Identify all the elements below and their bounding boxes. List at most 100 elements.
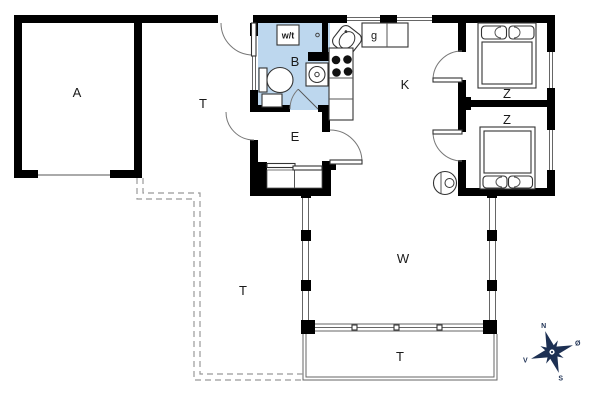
toilet-bowl [266,66,294,94]
living-room-label: W [397,251,410,266]
window [547,52,555,88]
washer-label: w/t [281,31,295,41]
entrance-closet [266,162,323,189]
compass-north-label: N [541,323,546,330]
wall-segment [547,15,555,52]
floor-drain [315,32,320,38]
bath-cabinet [261,93,283,108]
wall-segment [462,188,497,196]
mullion [436,324,443,331]
window [397,15,432,23]
garage-right-wall [134,15,142,178]
stove-burners [331,55,353,77]
wall-segment [458,160,466,196]
bedroom-bottom-label: Z [503,112,511,127]
mattress [483,130,532,174]
garage-label: A [73,85,82,100]
entry-door-leaf [250,22,257,57]
wall-segment [301,230,311,241]
wall-segment [322,23,328,54]
window [302,198,309,320]
compass-south-label: S [558,375,563,382]
wall-segment [483,320,497,334]
pillow [480,25,508,40]
bathroom-door-leaf [297,88,319,110]
pillow [508,25,535,40]
wall-segment [322,161,336,170]
south-terrace-label: T [396,349,404,364]
wall-segment [432,15,555,23]
wall-segment [301,188,311,198]
wall-segment [308,52,330,61]
sliding-door [266,162,296,169]
compass-center-dot [550,350,554,354]
wall-segment [250,140,258,196]
pillow [482,175,508,189]
wall-segment [301,320,315,334]
kitchen-door-leaf [329,159,363,165]
shower-drain [314,71,320,78]
doors [220,22,463,165]
wall-segment [301,280,311,291]
sliding-door [292,165,323,171]
wall-segment [547,88,555,130]
wall-segment [487,230,497,241]
cabinet-g [361,22,409,48]
mattress [481,41,533,85]
wall-segment [258,105,290,112]
window [547,130,555,170]
wall-segment [253,15,347,23]
kitchen-door-arc [329,129,363,163]
entry-door-arc [220,22,254,56]
wall-segment [380,15,397,23]
bathroom-label: B [291,54,300,69]
window [489,198,496,320]
entrance-label: E [291,129,300,144]
bathroom-fixtures [258,24,329,108]
bedroom2-door-arc [432,131,463,162]
kitchen-label: K [401,77,410,92]
hand-basin [432,170,458,196]
wall-segment [110,170,142,178]
walls [14,15,555,334]
wall-segment [547,170,555,196]
bedroom1-door-leaf [432,77,463,83]
wall-segment [487,280,497,291]
washing-machine [276,24,300,46]
wall-segment [14,170,38,178]
side-terrace-label: T [239,283,247,298]
hall-label: T [199,96,207,111]
bedroom-bottom-bed [479,126,536,190]
toilet-tank [258,67,268,93]
wall-segment [322,162,331,196]
burner [343,67,353,76]
shower-base [308,65,326,84]
window-band [315,323,483,332]
windows [38,15,555,332]
wall-segment [258,162,267,196]
compass-west-label: V [523,357,528,364]
mullion [393,324,400,331]
wall-segment [487,188,497,198]
bathroom-door-arc [289,88,299,110]
wall-segment [322,105,330,132]
kitchen-fixtures [328,22,409,121]
bedroom1-door-arc [432,50,463,81]
window [347,15,380,23]
wall-segment [258,188,331,196]
side-terrace-boundary [136,178,303,381]
burner [332,68,341,77]
wall-segment [14,15,218,23]
garage-left-wall [14,15,22,178]
burner [343,55,352,64]
cabinet-label: g [371,30,377,42]
bedroom2-door-leaf [432,129,463,135]
bedroom-top-label: Z [503,86,511,101]
wall-segment [458,23,466,52]
burner [331,55,341,65]
bedroom-divider-wall [466,100,547,107]
south-terrace-outline [302,334,498,381]
mullion [351,324,358,331]
